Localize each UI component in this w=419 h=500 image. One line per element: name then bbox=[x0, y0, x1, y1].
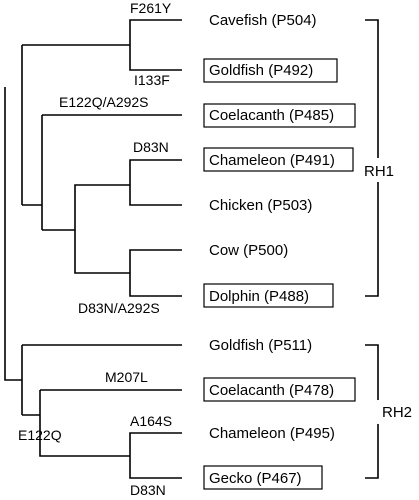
group-label-rh2: RH2 bbox=[382, 404, 412, 421]
taxon-labels: Cavefish (P504) Goldfish (P492) Coelacan… bbox=[203, 12, 356, 490]
mutation-labels: F261Y I133F E122Q/A292S D83N D83N/A292S … bbox=[18, 0, 172, 498]
taxon-box-gecko bbox=[203, 465, 323, 490]
group-brackets: RH1 RH2 bbox=[364, 19, 412, 479]
bracket-rh2-top bbox=[365, 344, 379, 400]
mutation-f261y: F261Y bbox=[130, 0, 172, 16]
branch-reptile-stem bbox=[74, 184, 130, 230]
taxon-goldfish-rh2: Goldfish (P511) bbox=[209, 337, 312, 354]
taxon-coelacanth-rh1: Coelacanth (P485) bbox=[209, 107, 334, 124]
branch-gecko bbox=[129, 456, 182, 479]
tree-branches bbox=[4, 19, 182, 479]
mutation-a164s: A164S bbox=[130, 413, 172, 429]
taxon-dolphin: Dolphin (P488) bbox=[209, 288, 309, 305]
taxon-box-chameleon-rh1 bbox=[203, 147, 354, 172]
mutation-e122q-a292s: E122Q/A292S bbox=[59, 94, 149, 110]
taxon-gecko: Gecko (P467) bbox=[209, 470, 302, 487]
bracket-rh1-bottom bbox=[365, 182, 379, 297]
mutation-e122q: E122Q bbox=[18, 427, 62, 443]
branch-reptile-rh2-stem bbox=[39, 415, 130, 457]
taxon-coelacanth-rh2: Coelacanth (P478) bbox=[209, 382, 334, 399]
branch-cavefish bbox=[129, 19, 182, 45]
mutation-d83n-bottom: D83N bbox=[130, 482, 166, 498]
taxon-chameleon-rh1: Chameleon (P491) bbox=[209, 152, 335, 169]
taxon-box-coelacanth-rh2 bbox=[203, 377, 356, 402]
root-branch bbox=[4, 87, 22, 381]
mutation-d83n-top: D83N bbox=[133, 139, 169, 155]
taxon-chameleon-rh2: Chameleon (P495) bbox=[209, 425, 335, 442]
taxon-box-coelacanth-rh1 bbox=[203, 103, 356, 128]
branch-goldfish-rh1 bbox=[129, 45, 182, 71]
taxon-goldfish-rh1: Goldfish (P492) bbox=[209, 62, 313, 79]
branch-cow bbox=[129, 249, 182, 273]
taxon-box-dolphin bbox=[203, 283, 334, 308]
branch-chicken bbox=[129, 185, 182, 206]
mutation-d83n-a292s: D83N/A292S bbox=[78, 300, 160, 316]
bracket-rh1-top bbox=[365, 19, 379, 158]
mutation-i133f: I133F bbox=[134, 72, 170, 88]
taxon-box-goldfish-rh1 bbox=[203, 58, 338, 83]
branch-chameleon-rh1 bbox=[129, 159, 182, 185]
branch-mammal-stem bbox=[74, 230, 130, 274]
taxon-cow: Cow (P500) bbox=[209, 242, 288, 259]
taxon-chicken: Chicken (P503) bbox=[209, 197, 312, 214]
branch-chameleon-rh2 bbox=[129, 432, 182, 456]
mutation-m207l: M207L bbox=[105, 369, 148, 385]
group-label-rh1: RH1 bbox=[364, 163, 394, 180]
taxon-cavefish: Cavefish (P504) bbox=[209, 12, 317, 29]
branch-dolphin bbox=[129, 273, 182, 297]
bracket-rh2-bottom bbox=[365, 424, 379, 479]
